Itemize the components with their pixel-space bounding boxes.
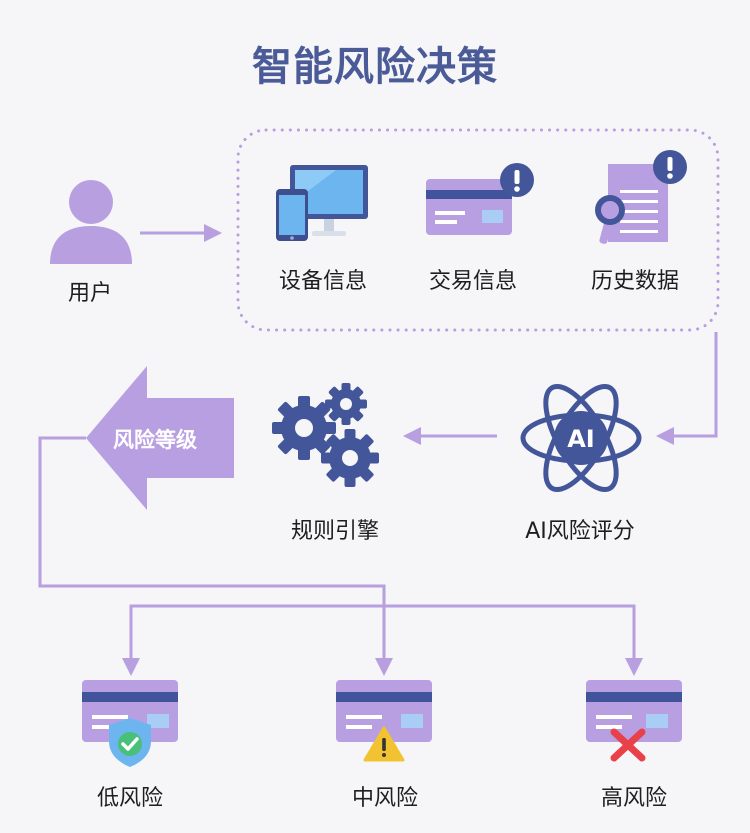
rules-label: 规则引擎 xyxy=(290,519,379,544)
source-label-transaction: 交易信息 xyxy=(428,269,517,294)
card-alert-icon xyxy=(426,163,534,235)
card-warning-icon xyxy=(336,680,432,762)
source-label-history: 历史数据 xyxy=(590,269,679,294)
user-icon xyxy=(50,180,132,264)
devices-icon xyxy=(276,165,368,241)
outcome-label-mid: 中风险 xyxy=(351,786,418,811)
risk-level-label: 风险等级 xyxy=(113,428,197,452)
arrow-user-to-sources xyxy=(140,224,222,242)
risk-level-arrow xyxy=(86,366,234,510)
arrow-ai-to-rules xyxy=(403,427,497,445)
gears-icon xyxy=(272,383,379,487)
ai-badge-text: AI xyxy=(567,425,595,453)
data-sources-box xyxy=(236,128,720,332)
card-shield-check-icon xyxy=(82,680,178,767)
document-search-icon xyxy=(595,150,687,244)
atom-ai-icon: AI xyxy=(520,383,642,493)
user-label: 用户 xyxy=(67,281,112,306)
outcome-label-high: 高风险 xyxy=(600,786,667,811)
card-x-icon xyxy=(586,680,682,762)
arrow-sources-to-ai xyxy=(656,332,718,445)
outcome-label-low: 低风险 xyxy=(96,786,163,811)
source-label-device: 设备信息 xyxy=(278,269,367,294)
page-title: 智能风险决策 xyxy=(252,44,498,90)
arrow-risk-to-outcomes xyxy=(38,436,643,676)
ai-label: AI风险评分 xyxy=(525,519,635,544)
